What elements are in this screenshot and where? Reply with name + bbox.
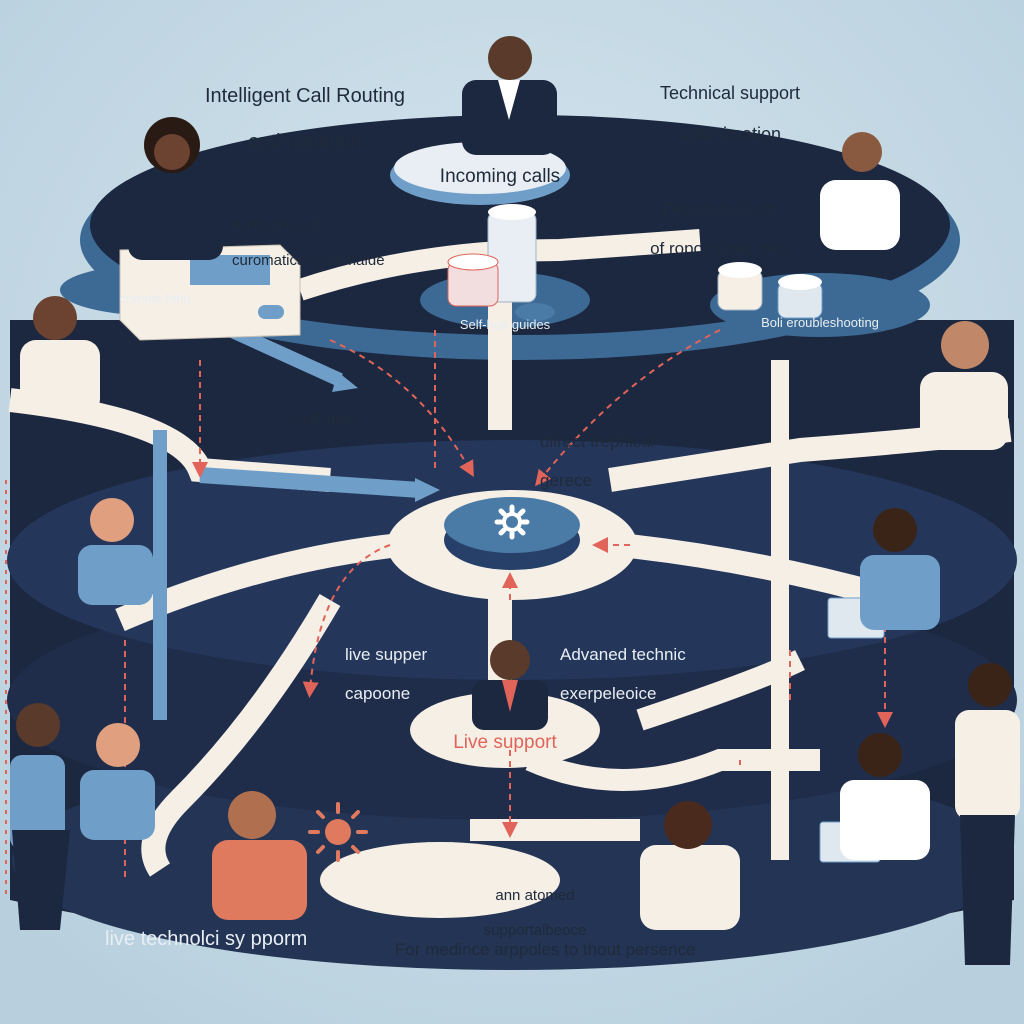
determine-label: Determmulle to of ropor claes thes: [610, 180, 830, 258]
self-help-guides-label: Self-hop guides: [459, 317, 551, 332]
person-center-live: [472, 640, 548, 730]
live-support-label: Live support: [453, 732, 557, 753]
guides-disc-right: [515, 303, 555, 321]
troubleshooting-label: Boli eroubleshooting: [761, 315, 879, 330]
person-right-low: [840, 733, 930, 860]
footer-left-label: live technolci sy pporm: [105, 928, 308, 950]
sun-burst-icon: [308, 802, 368, 862]
diagram-title: Intelligent Call Routing optimimation: [150, 62, 460, 154]
direct-line-1: dlirect trephical: [540, 431, 655, 451]
automated-support-label: ann atomed supportalbeoce: [455, 870, 615, 939]
determine-line-2: of ropor claes thes: [650, 238, 790, 258]
footer-right-label: For medince arppoles to thout persence: [395, 940, 696, 959]
advanced-line-2: exerpeleoice: [560, 683, 657, 703]
live-super-line-1: live supper: [345, 644, 428, 664]
flow-arrow-desk: [227, 323, 343, 387]
path-top: [296, 229, 701, 301]
incoming-disc-stack: [487, 204, 537, 303]
person-bottom-center: [212, 791, 307, 920]
flow-arrow-self-help: [199, 467, 421, 498]
troubleshooting-disc-stacks: [717, 262, 823, 319]
title-line-1: Intelligent Call Routing: [204, 85, 406, 107]
person-right-standing: [955, 663, 1020, 965]
path-right-low: [525, 749, 820, 791]
automated-line-1: ann atomed: [495, 887, 575, 905]
person-right-upper: [920, 321, 1008, 450]
subtitle-line-1: Technical support: [659, 82, 801, 103]
automated-support-platform: [320, 842, 560, 918]
flow-arrow-desk-head: [332, 372, 358, 392]
incoming-calls-label: Incoming calls: [439, 166, 561, 187]
live-super-line-2: capoone: [345, 683, 411, 703]
determine-line-1: Determmulle to: [662, 199, 778, 219]
guides-disc-stack-left: [447, 253, 499, 307]
person-right-mid: [860, 508, 940, 630]
person-top-center: [462, 36, 557, 155]
gear-icon: [494, 504, 530, 540]
person-bottom-right: [640, 801, 740, 930]
person-left-upper: [20, 296, 100, 415]
automatic-line-2: curomatics systt maide: [232, 251, 385, 269]
subtitle-line-2: optimimation: [678, 124, 782, 145]
flow-arrow-self-help-head: [415, 478, 440, 502]
person-left-sitting: [80, 723, 155, 840]
advanced-line-1: Advaned technic: [560, 644, 686, 664]
direct-technical-label: dlirect trephical gerece: [540, 412, 740, 490]
title-line-2: optimimation: [248, 131, 362, 153]
person-top-left: [128, 117, 223, 260]
diagram-subtitle: Technical support optimimation: [600, 62, 860, 145]
advanced-technical-label: Advaned technic exerpeleoice: [560, 625, 780, 703]
person-left-standing: [10, 703, 70, 930]
direct-line-2: gerece: [540, 470, 592, 490]
automatic-line-1: Aulmattic call: [232, 217, 321, 235]
self-help-label: Self-help: [291, 410, 359, 429]
hub-top: [444, 497, 580, 553]
self-help-desk-label: commit-help: [119, 291, 191, 306]
person-top-right: [820, 132, 900, 250]
live-super-label: live supper capoone: [345, 625, 485, 703]
person-left-mid: [78, 498, 153, 605]
path-left-low: [141, 593, 341, 877]
automatic-call-label: Aulmattic call curomatics systt maide: [232, 200, 452, 269]
automated-line-2: supportalbeoce: [483, 921, 587, 939]
